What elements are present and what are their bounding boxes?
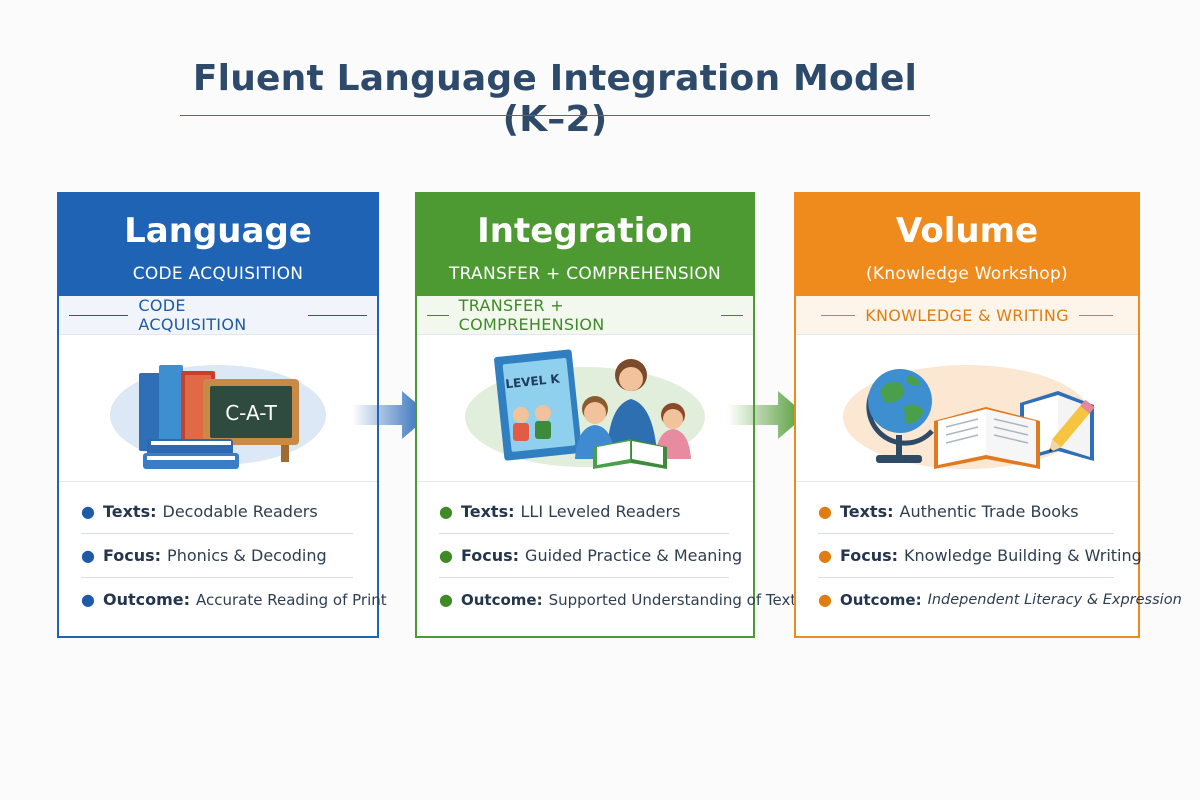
flow-arrow-icon [352, 391, 430, 439]
item-key: Texts: [839, 502, 894, 521]
list-item: ● Texts: Decodable Readers [81, 490, 353, 534]
list-item: ● Texts: Authentic Trade Books [818, 490, 1114, 534]
item-value: Guided Practice & Meaning [525, 546, 743, 565]
stage-band-label: CODE ACQUISITION [138, 296, 247, 334]
stage-band: CODE ACQUISITION [59, 296, 377, 335]
item-value: Decodable Readers [162, 502, 318, 521]
band-dash [69, 314, 129, 316]
stage-details-list: ● Texts: Decodable Readers ● Focus: Phon… [59, 482, 387, 621]
bullet-icon: ● [818, 590, 832, 609]
item-key: Outcome: [102, 590, 191, 609]
list-item: ● Texts: LLI Leveled Readers [439, 490, 729, 534]
stage-header-volume: Volume (Knowledge Workshop) [796, 196, 1138, 296]
title-underline [180, 115, 930, 116]
item-key: Texts: [460, 502, 515, 521]
stage-band: TRANSFER + COMPREHENSION [417, 296, 753, 335]
band-dash [427, 314, 449, 316]
item-key: Outcome: [460, 590, 543, 609]
list-item: ● Outcome: Independent Literacy & Expres… [818, 578, 1182, 621]
globe-books-pencil-icon [796, 335, 1138, 482]
band-dash [821, 314, 856, 316]
stage-band: KNOWLEDGE & WRITING [796, 296, 1138, 335]
stage-header-language: Language CODE ACQUISITION [59, 196, 377, 296]
item-value: Authentic Trade Books [899, 502, 1079, 521]
stage-details-list: ● Texts: Authentic Trade Books ● Focus: … [796, 482, 1182, 621]
stage-band-label: TRANSFER + COMPREHENSION [458, 296, 605, 334]
band-dash [721, 314, 743, 316]
stage-subtitle: CODE ACQUISITION [132, 264, 304, 284]
stage-title: Integration [477, 211, 693, 251]
item-value: Knowledge Building & Writing [904, 546, 1142, 565]
bullet-icon: ● [818, 502, 832, 521]
bullet-icon: ● [439, 546, 453, 565]
stage-title: Volume [895, 211, 1039, 251]
item-key: Outcome: [839, 590, 922, 609]
stage-header-integration: Integration TRANSFER + COMPREHENSION [417, 196, 753, 296]
bullet-icon: ● [818, 546, 832, 565]
item-value: Phonics & Decoding [167, 546, 327, 565]
stage-card-volume: Volume (Knowledge Workshop) KNOWLEDGE & … [794, 192, 1182, 638]
bullet-icon: ● [439, 502, 453, 521]
item-value: LLI Leveled Readers [520, 502, 681, 521]
list-item: ● Outcome: Supported Understanding of Te… [439, 578, 796, 621]
book-cover-text: LEVEL K [505, 372, 561, 392]
stage-band-label: KNOWLEDGE & WRITING [865, 305, 1069, 325]
item-key: Texts: [102, 502, 157, 521]
flow-arrow-icon [728, 391, 806, 439]
item-value: Supported Understanding of Text [548, 590, 797, 609]
books-chalkboard-icon: C-A-T [59, 335, 377, 482]
chalkboard-text: C-A-T [225, 401, 277, 425]
item-value: Accurate Reading of Print [196, 590, 387, 609]
list-item: ● Outcome: Accurate Reading of Print [81, 578, 387, 621]
stage-subtitle: (Knowledge Workshop) [866, 264, 1068, 284]
stage-subtitle: TRANSFER + COMPREHENSION [448, 264, 722, 284]
stage-details-list: ● Texts: LLI Leveled Readers ● Focus: Gu… [417, 482, 796, 621]
band-dash [307, 314, 368, 316]
list-item: ● Focus: Knowledge Building & Writing [818, 534, 1142, 578]
band-dash [1078, 314, 1113, 316]
bullet-icon: ● [81, 546, 95, 565]
list-item: ● Focus: Guided Practice & Meaning [439, 534, 742, 578]
item-key: Focus: [460, 546, 520, 565]
stage-title: Language [124, 211, 312, 251]
stage-card-integration: Integration TRANSFER + COMPREHENSION TRA… [415, 192, 796, 638]
item-key: Focus: [102, 546, 162, 565]
bullet-icon: ● [81, 590, 95, 609]
stage-card-language: Language CODE ACQUISITION CODE ACQUISITI… [57, 192, 387, 638]
teacher-reading-with-children-icon: LEVEL K [417, 335, 753, 482]
list-item: ● Focus: Phonics & Decoding [81, 534, 353, 578]
bullet-icon: ● [439, 590, 453, 609]
item-key: Focus: [839, 546, 899, 565]
bullet-icon: ● [81, 502, 95, 521]
item-value: Independent Literacy & Expression [927, 591, 1182, 608]
page-title: Fluent Language Integration Model (K–2) [192, 58, 918, 140]
